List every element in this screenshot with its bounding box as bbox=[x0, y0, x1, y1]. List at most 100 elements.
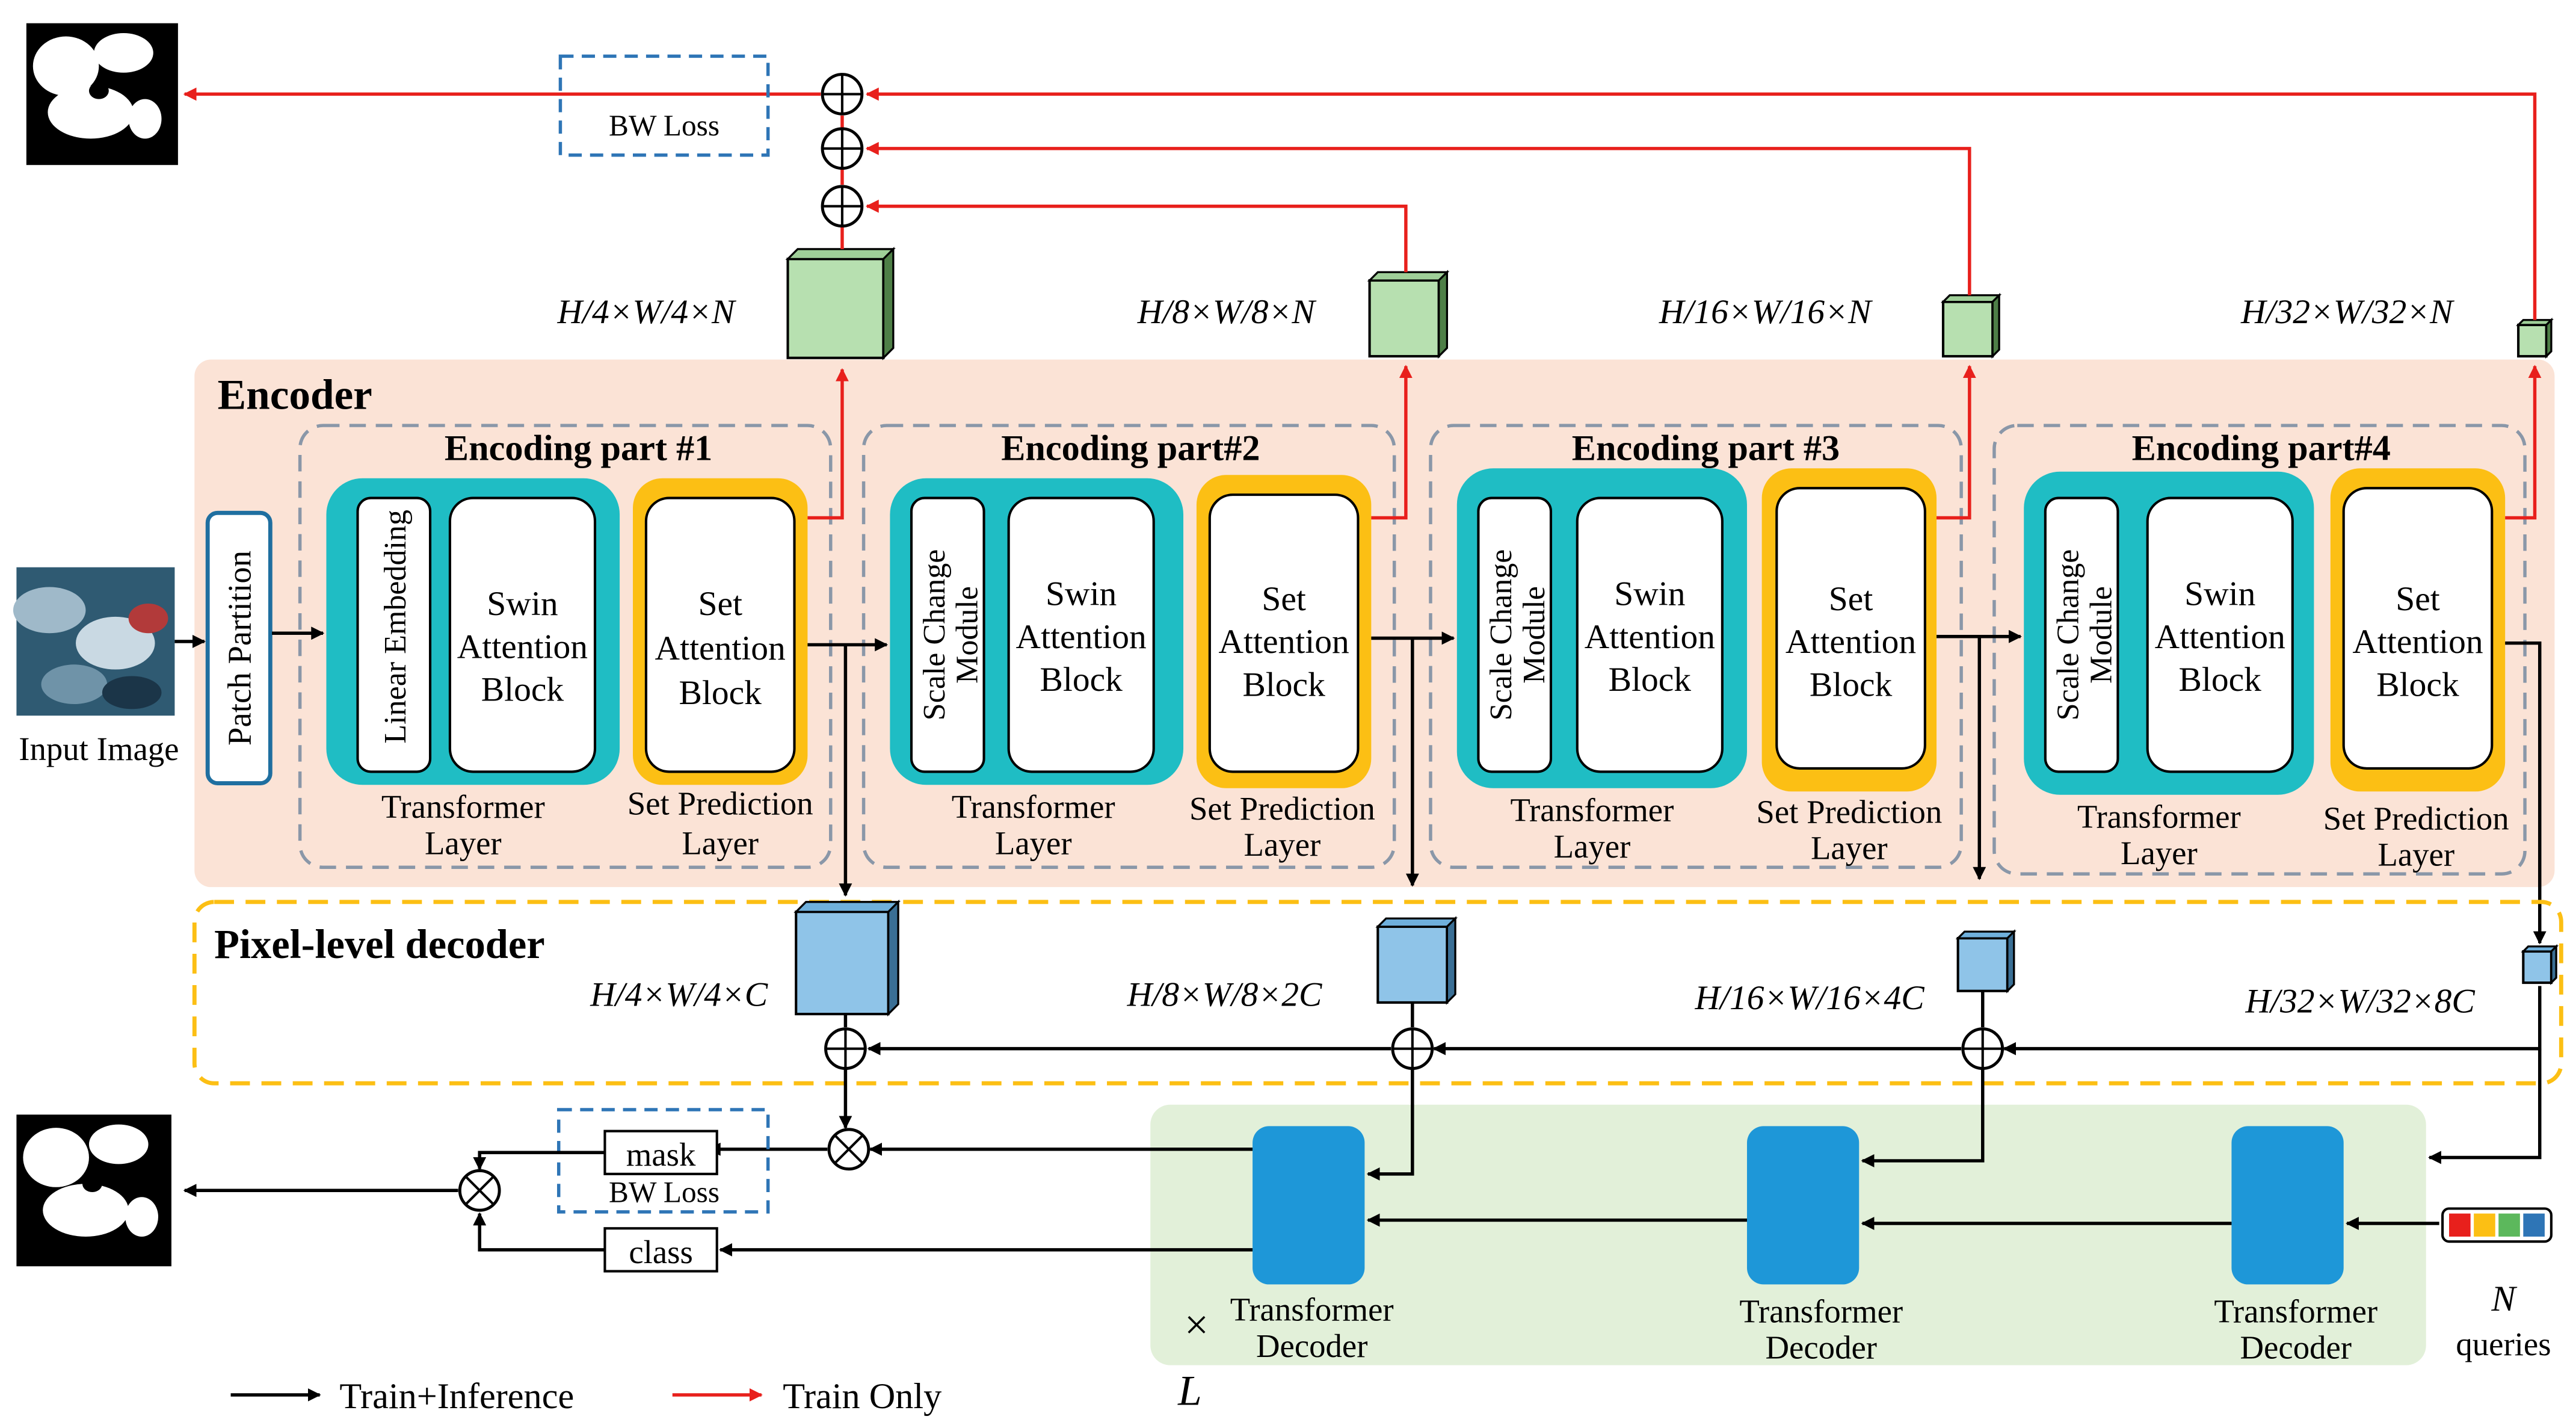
swin-block-1-line2: Attention bbox=[457, 628, 588, 666]
sum-node-pixel-2 bbox=[1391, 1027, 1434, 1070]
set-block-4-l1: Set bbox=[2396, 580, 2440, 618]
set-pred-layer-4-l1: Set Prediction bbox=[2323, 800, 2509, 836]
scale-change-3-l2: Module bbox=[1517, 586, 1551, 684]
pixel-cube-1 bbox=[793, 899, 901, 1017]
top-feature-label-3: H/16×W/16×N bbox=[1659, 293, 1873, 331]
pixel-cube-2 bbox=[1375, 916, 1458, 1005]
set-pred-layer-2-l1: Set Prediction bbox=[1189, 790, 1375, 827]
query-token-blue bbox=[2523, 1213, 2545, 1237]
transformer-layer-3-l2: Layer bbox=[1554, 828, 1631, 865]
input-image bbox=[13, 567, 175, 716]
set-block-4-l2: Attention bbox=[2352, 623, 2483, 661]
svg-text:Swin: Swin bbox=[487, 585, 558, 623]
query-tokens bbox=[2441, 1207, 2553, 1243]
transformer-layer-3-l1: Transformer bbox=[1511, 792, 1674, 829]
transformer-layer-2-l1: Transformer bbox=[952, 788, 1115, 825]
legend-train-only-label: Train Only bbox=[783, 1376, 941, 1417]
swin-block-1-line1: Swin bbox=[487, 585, 558, 623]
transformer-layer-2-l2: Layer bbox=[995, 824, 1072, 861]
bw-loss-bottom-label: BW Loss bbox=[609, 1175, 719, 1208]
transformer-decoder-1-l1: Transformer bbox=[1230, 1291, 1394, 1328]
feature-cube-3 bbox=[1941, 292, 2002, 359]
pixel-feature-label-2: H/8×W/8×2C bbox=[1127, 975, 1322, 1013]
set-pred-layer-4-l2: Layer bbox=[2377, 836, 2454, 873]
linear-embedding-label: Linear Embedding bbox=[378, 510, 413, 744]
pixel-feature-label-4: H/32×W/32×8C bbox=[2245, 982, 2476, 1020]
encoding-part-4-title: Encoding part#4 bbox=[2132, 428, 2391, 469]
set-block-2-l2: Attention bbox=[1219, 623, 1349, 661]
swin-block-4-l3: Block bbox=[2179, 661, 2262, 699]
sum-node-top-1 bbox=[821, 73, 864, 116]
scale-change-4-l1: Scale Change bbox=[2051, 549, 2086, 721]
svg-text:Attention: Attention bbox=[655, 629, 786, 667]
feature-cube-2 bbox=[1367, 270, 1450, 359]
queries-label: queries bbox=[2456, 1326, 2551, 1362]
transformer-layer-4-l2: Layer bbox=[2121, 835, 2198, 871]
transformer-layer-4-l1: Transformer bbox=[2077, 799, 2241, 835]
encoding-part-2: Encoding part#2 Scale Change Module Swin… bbox=[861, 424, 1396, 870]
pixel-decoder-region bbox=[192, 900, 2563, 1086]
top-feature-label-1: H/4×W/4×N bbox=[556, 293, 737, 331]
set-pred-layer-3-l1: Set Prediction bbox=[1756, 793, 1942, 830]
queries-N-label: N bbox=[2491, 1279, 2517, 1319]
sum-node-top-3 bbox=[821, 185, 864, 228]
transformer-decoder-block-2 bbox=[1746, 1126, 1860, 1285]
swin-block-1-line3: Block bbox=[481, 671, 564, 709]
bw-loss-bottom-box bbox=[556, 1108, 770, 1214]
top-feature-label-2: H/8×W/8×N bbox=[1137, 293, 1317, 331]
encoder-title: Encoder bbox=[218, 372, 372, 419]
top-feature-label-4: H/32×W/32×N bbox=[2240, 293, 2455, 331]
query-token-yellow bbox=[2474, 1213, 2495, 1237]
pixel-cube-4 bbox=[2521, 944, 2559, 986]
scale-change-4-l2: Module bbox=[2084, 586, 2118, 684]
mul-node-mask bbox=[827, 1128, 870, 1171]
transformer-decoder-1-l2: Decoder bbox=[1256, 1328, 1368, 1364]
set-pred-layer-1-l2: Layer bbox=[682, 824, 759, 861]
class-head-box bbox=[603, 1227, 718, 1273]
scale-change-2-l1: Scale Change bbox=[917, 549, 952, 721]
set-block-3-l1: Set bbox=[1829, 580, 1873, 618]
swin-block-4-l2: Attention bbox=[2155, 618, 2285, 656]
pixel-feature-label-3: H/16×W/16×4C bbox=[1694, 979, 1924, 1017]
patch-partition-block bbox=[205, 510, 273, 785]
pixel-decoder-title: Pixel-level decoder bbox=[214, 921, 545, 967]
transformer-decoder-3-l2: Decoder bbox=[2240, 1329, 2352, 1366]
transformer-layer-1-l1: Transformer bbox=[381, 788, 545, 825]
swin-block-3-l3: Block bbox=[1609, 661, 1692, 699]
transformer-decoder-block-1 bbox=[1253, 1126, 1365, 1285]
svg-text:Block: Block bbox=[481, 671, 564, 709]
transformer-decoder-2-l1: Transformer bbox=[1739, 1293, 1903, 1329]
mask-head-label: mask bbox=[626, 1136, 696, 1173]
repeat-L-label: L bbox=[1177, 1367, 1202, 1414]
set-block-3-l2: Attention bbox=[1786, 623, 1916, 661]
encoding-part-4: Encoding part#4 Scale Change Module Swin… bbox=[1992, 424, 2527, 876]
transformer-decoder-3-l1: Transformer bbox=[2214, 1293, 2377, 1329]
patch-partition-label: Patch Partition bbox=[221, 551, 257, 746]
mask-head-box bbox=[603, 1130, 718, 1175]
swin-block-2-l2: Attention bbox=[1016, 618, 1147, 656]
encoding-part-3: Encoding part #3 Scale Change Module Swi… bbox=[1429, 424, 1963, 870]
query-token-red bbox=[2449, 1213, 2471, 1237]
legend-train-inference-label: Train+Inference bbox=[339, 1376, 574, 1417]
set-block-2-l1: Set bbox=[1262, 580, 1306, 618]
pixel-cube-3 bbox=[1955, 929, 2017, 994]
set-block-1-line2: Attention bbox=[655, 629, 786, 667]
output-mask-bottom bbox=[16, 1114, 171, 1267]
swin-block-2-l1: Swin bbox=[1046, 575, 1117, 613]
transformer-layer-1-l2: Layer bbox=[425, 824, 502, 861]
feature-cube-1 bbox=[785, 246, 896, 360]
class-head-label: class bbox=[629, 1234, 693, 1270]
mul-node-output bbox=[458, 1169, 501, 1212]
set-block-1-line1: Set bbox=[698, 585, 742, 623]
svg-text:Block: Block bbox=[679, 674, 762, 712]
swin-block-3-l1: Swin bbox=[1614, 575, 1685, 613]
swin-block-2-l3: Block bbox=[1040, 661, 1123, 699]
set-block-4-l3: Block bbox=[2376, 666, 2459, 703]
scale-change-2-l2: Module bbox=[951, 586, 985, 684]
set-block-3-l3: Block bbox=[1810, 666, 1893, 703]
set-pred-layer-3-l2: Layer bbox=[1811, 830, 1888, 867]
set-pred-layer-1-l1: Set Prediction bbox=[627, 785, 813, 822]
sum-node-pixel-1 bbox=[824, 1027, 867, 1070]
pixel-feature-label-1: H/4×W/4×C bbox=[590, 975, 768, 1013]
encoding-part-1: Encoding part #1 Linear Embedding Swin A… bbox=[298, 424, 833, 870]
